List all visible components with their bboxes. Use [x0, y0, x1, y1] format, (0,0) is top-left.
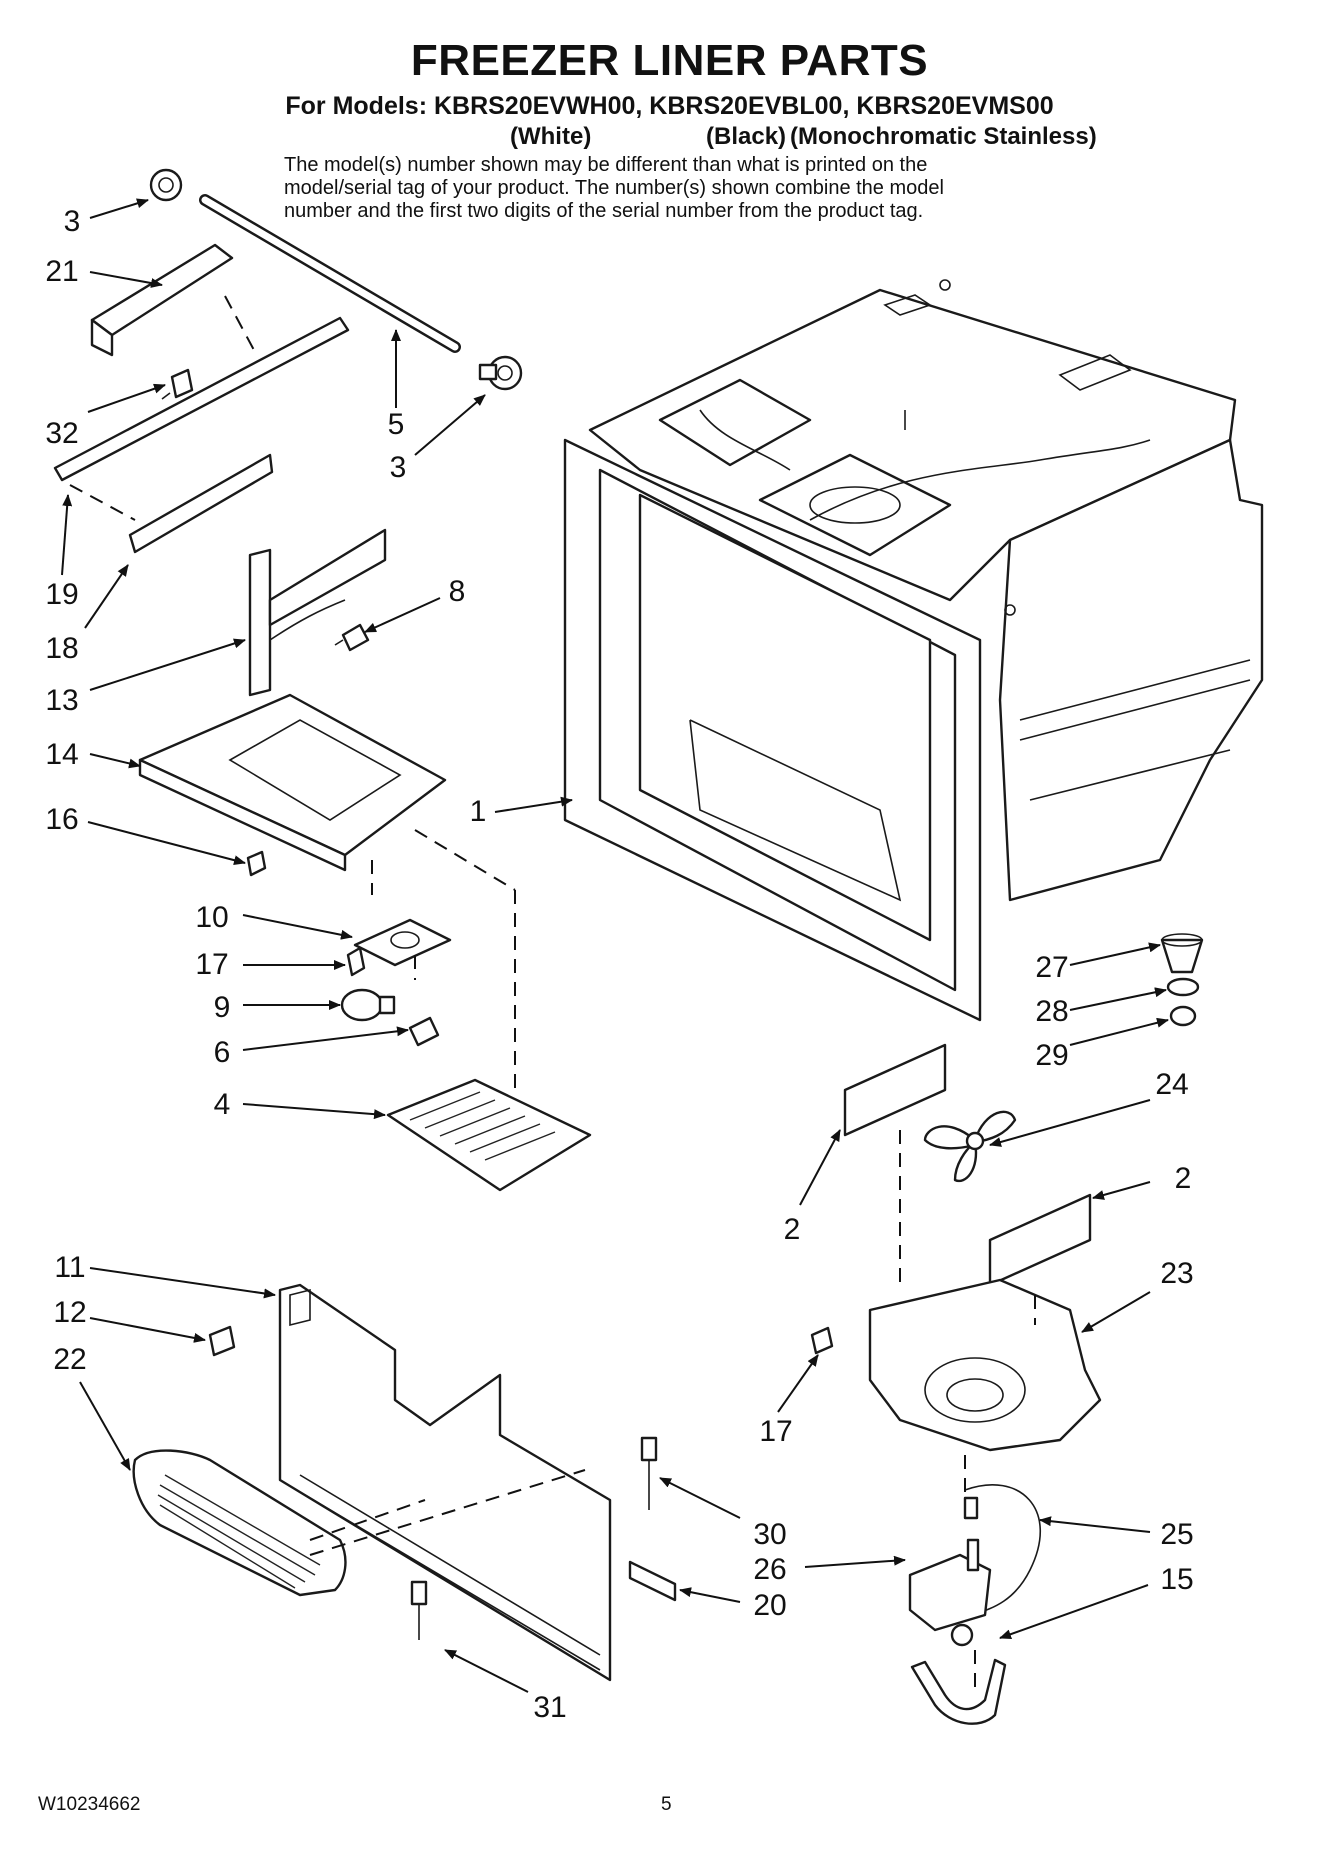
freezer-liner-part	[563, 279, 1264, 1022]
callout-32: 32	[45, 417, 79, 450]
callout-27: 27	[1035, 951, 1069, 984]
screw-part	[208, 1325, 236, 1357]
callout-25: 25	[1160, 1518, 1194, 1551]
callout-30: 30	[753, 1518, 787, 1551]
callout-8: 8	[448, 575, 466, 608]
disclaimer-line: number and the first two digits of the s…	[284, 200, 924, 222]
callout-4: 4	[213, 1088, 231, 1121]
callout-14: 14	[45, 738, 79, 771]
callout-17: 17	[195, 948, 229, 981]
callout-1: 1	[469, 795, 487, 828]
screw-part	[810, 1326, 834, 1355]
grille-part	[132, 1449, 347, 1597]
callout-9: 9	[213, 991, 231, 1024]
callout-21: 21	[45, 255, 79, 288]
thermistor-part	[410, 1436, 658, 1640]
callout-18: 18	[45, 632, 79, 665]
back-panel-part	[278, 1283, 612, 1682]
leader-lines	[61, 198, 1169, 1693]
document-number: W10234662	[38, 1794, 141, 1815]
fan-shroud-part	[868, 1278, 1102, 1452]
model-disclaimer: The model(s) number shown may be differe…	[284, 154, 1084, 223]
page-number: 5	[661, 1794, 672, 1815]
callout-10: 10	[195, 901, 229, 934]
gasket-strip-part	[628, 1560, 677, 1602]
callout-29: 29	[1035, 1039, 1069, 1072]
light-assembly-part	[340, 918, 452, 1047]
variant-black: (Black)	[706, 123, 787, 150]
models-line: For Models: KBRS20EVWH00, KBRS20EVBL00, …	[285, 92, 1054, 120]
callout-2: 2	[1174, 1162, 1192, 1195]
callout-2: 2	[783, 1213, 801, 1246]
disclaimer-line: The model(s) number shown may be differe…	[284, 154, 928, 176]
callout-15: 15	[1160, 1563, 1194, 1596]
callout-5: 5	[387, 408, 405, 441]
callout-16: 16	[45, 803, 79, 836]
callout-20: 20	[753, 1589, 787, 1622]
insulation-pad-part	[843, 1043, 1092, 1287]
light-shield-part	[386, 1078, 592, 1192]
callout-26: 26	[753, 1553, 787, 1586]
callout-13: 13	[45, 684, 79, 717]
disclaimer-line: model/serial tag of your product. The nu…	[284, 177, 944, 199]
callout-28: 28	[1035, 995, 1069, 1028]
callout-31: 31	[533, 1691, 567, 1724]
callout-11: 11	[54, 1251, 86, 1284]
gear-part	[149, 168, 523, 391]
callout-3: 3	[389, 451, 407, 484]
tray-part	[138, 693, 447, 877]
rod-part	[199, 194, 461, 353]
callout-22: 22	[53, 1343, 87, 1376]
variant-white: (White)	[510, 123, 592, 150]
variant-stainless: (Monochromatic Stainless)	[790, 123, 1097, 150]
fan-blade-part	[923, 1110, 1017, 1183]
callout-24: 24	[1155, 1068, 1189, 1101]
grommet-parts	[1160, 933, 1204, 1027]
motor-assembly-part	[908, 1484, 1041, 1725]
rail-parts	[53, 243, 350, 554]
page-title: FREEZER LINER PARTS	[410, 36, 929, 85]
callout-17: 17	[759, 1415, 793, 1448]
callout-6: 6	[213, 1036, 231, 1069]
callout-3: 3	[63, 205, 81, 238]
bracket-part	[248, 528, 387, 697]
callout-23: 23	[1160, 1257, 1194, 1290]
callout-12: 12	[53, 1296, 87, 1329]
callout-19: 19	[45, 578, 79, 611]
